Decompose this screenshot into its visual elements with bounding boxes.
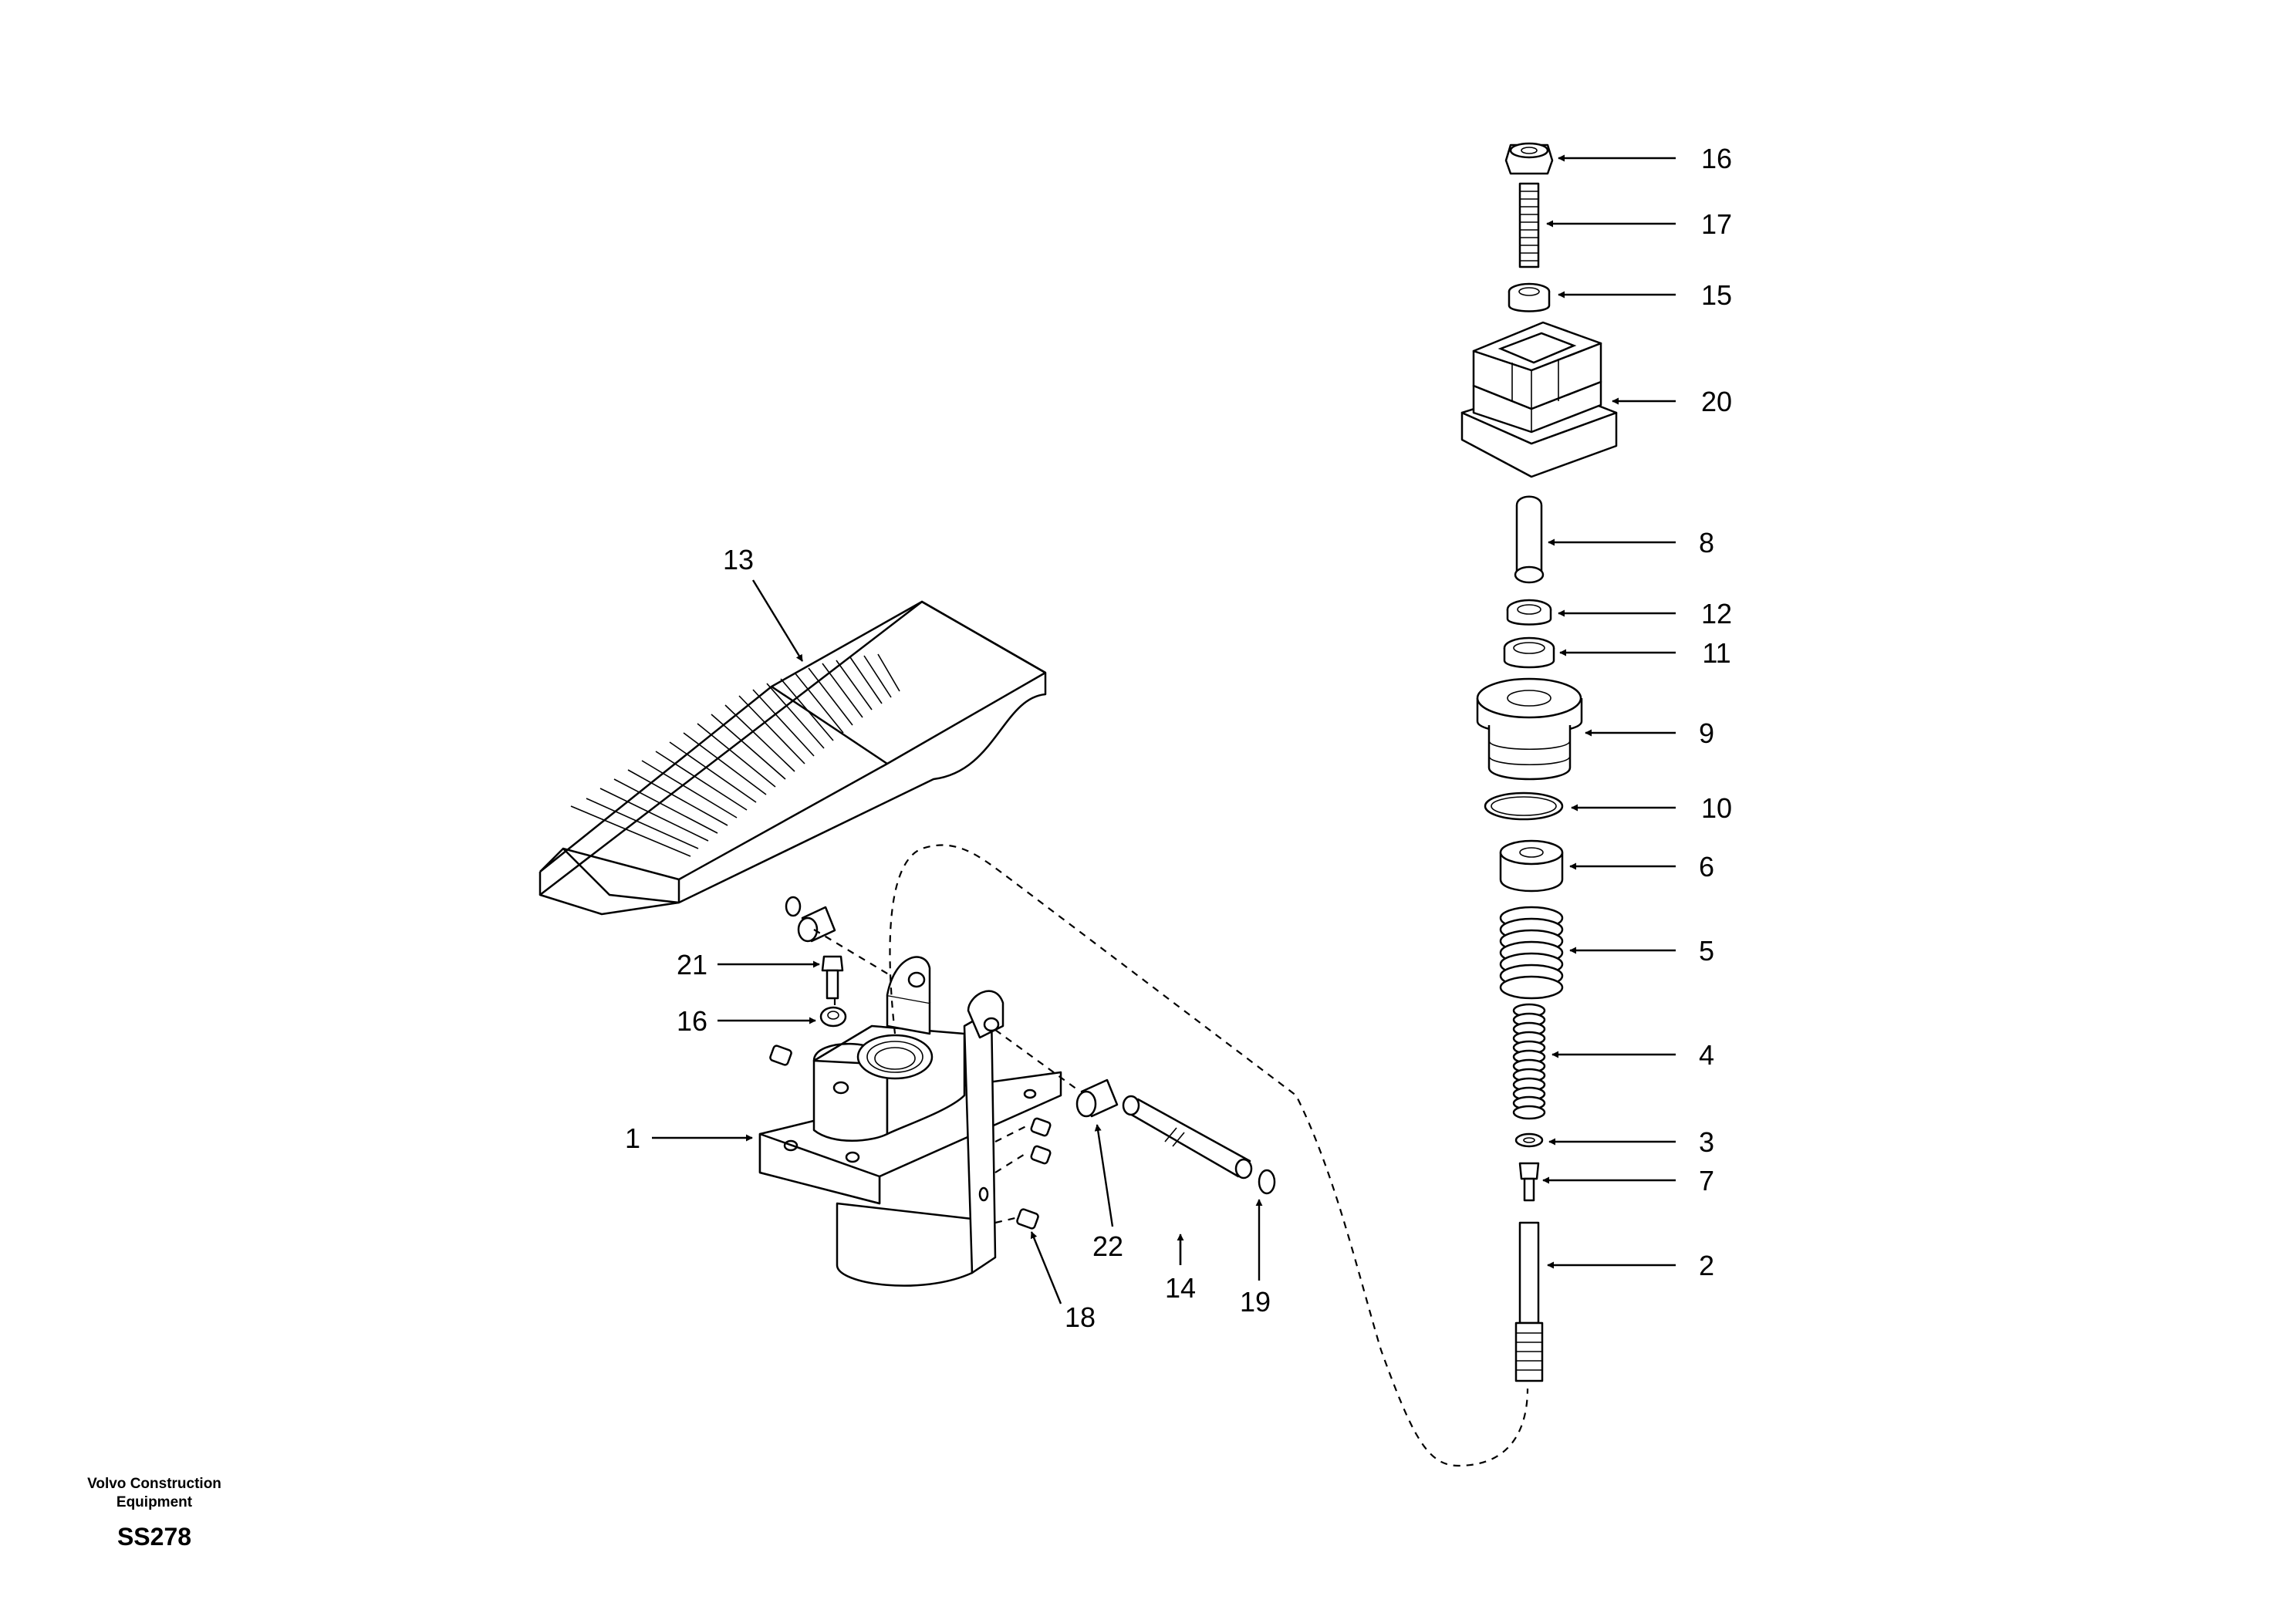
callout-16a: 16	[1701, 143, 1732, 174]
assembly-dashed-line-2	[994, 1029, 1081, 1092]
boot-part-20	[1460, 321, 1618, 478]
assembly-dashed-line	[813, 929, 892, 977]
callout-4: 4	[1699, 1039, 1714, 1071]
o-ring-part-19	[1258, 1169, 1276, 1195]
bushing-top	[785, 896, 836, 943]
callout-9: 9	[1699, 717, 1714, 749]
nut-part-16b	[819, 1006, 847, 1028]
seal-part-15	[1508, 282, 1551, 312]
screw-part-17	[1518, 182, 1540, 268]
callout-13: 13	[723, 544, 754, 575]
callout-6: 6	[1699, 851, 1714, 883]
brand-name-line1: Volvo Construction	[87, 1476, 221, 1492]
assembly-dashed-line-3	[994, 1126, 1027, 1173]
valve-body-part-1	[758, 956, 1062, 1287]
ring-part-11	[1503, 636, 1555, 669]
spool-part-2	[1514, 1221, 1544, 1382]
assembly-dashed-line-4	[994, 1216, 1019, 1224]
set-screw-18-group	[769, 1045, 1052, 1230]
callout-21: 21	[677, 949, 707, 980]
callout-16b: 16	[677, 1005, 707, 1037]
callout-17: 17	[1701, 208, 1732, 240]
leader-lines	[652, 154, 1676, 1304]
callout-11: 11	[1702, 637, 1730, 669]
plunger-part-8	[1514, 495, 1545, 584]
callout-22: 22	[1092, 1230, 1123, 1262]
o-ring-part-10	[1484, 791, 1564, 821]
callout-8: 8	[1699, 527, 1714, 559]
pin-part-14	[1122, 1095, 1253, 1180]
callout-7: 7	[1699, 1165, 1714, 1196]
washer-part-3	[1514, 1132, 1544, 1148]
pedal-part-13	[539, 600, 1047, 916]
callout-15: 15	[1701, 279, 1732, 311]
callout-3: 3	[1699, 1126, 1714, 1158]
plug-part-9	[1476, 677, 1583, 781]
retainer-part-6	[1499, 839, 1564, 893]
bushing-part-22	[1075, 1078, 1119, 1118]
callout-14: 14	[1165, 1272, 1196, 1304]
seal-part-12	[1506, 599, 1552, 626]
footer-block: Volvo Construction Equipment SS278	[73, 1475, 235, 1568]
brand-name-line2: Equipment	[116, 1494, 193, 1510]
assembly-dashed-curve	[889, 844, 1529, 1467]
nut-part-16a	[1504, 142, 1554, 175]
figure-code: SS278	[116, 1523, 192, 1551]
callout-10: 10	[1701, 792, 1732, 824]
callout-12: 12	[1701, 598, 1732, 629]
spring-part-4	[1512, 1003, 1546, 1120]
bolt-part-21	[821, 955, 844, 1000]
callout-19: 19	[1240, 1286, 1271, 1318]
callout-18: 18	[1065, 1301, 1096, 1333]
callout-1: 1	[625, 1122, 640, 1154]
screw-part-7	[1518, 1162, 1540, 1202]
callout-2: 2	[1699, 1250, 1714, 1281]
callout-20: 20	[1701, 386, 1732, 417]
spring-part-5	[1499, 906, 1564, 1000]
callout-5: 5	[1699, 935, 1714, 967]
